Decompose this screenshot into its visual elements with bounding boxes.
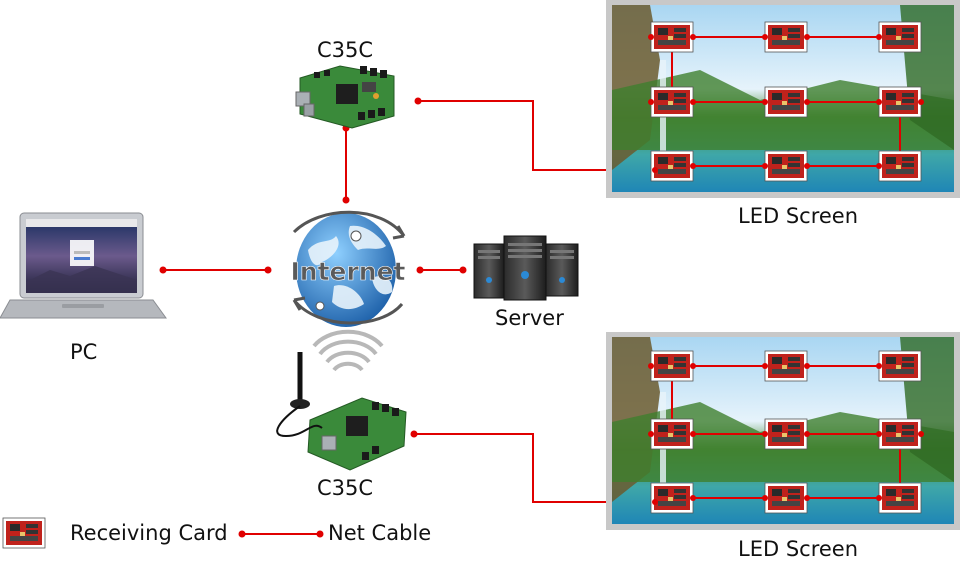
controller-board-icon <box>307 397 407 471</box>
net-cables <box>163 100 655 503</box>
wireless-signal-icon <box>312 329 384 372</box>
top-controller-label: C35C <box>317 38 374 62</box>
server-label: Server <box>495 306 564 330</box>
bottom-controller-label: C35C <box>317 476 374 500</box>
legend-receiving-card-label: Receiving Card <box>70 521 228 545</box>
led-screen-grid-bottom <box>648 350 924 514</box>
antenna-icon <box>276 352 323 438</box>
laptop-icon <box>0 212 167 319</box>
pc-label: PC <box>70 340 98 364</box>
legend-receiving-card-icon <box>2 517 46 549</box>
cable-top-controller-screen <box>418 100 655 171</box>
cable-bottom-controller-screen <box>414 433 655 503</box>
legend-net-cable-icon <box>238 530 324 538</box>
server-icon <box>473 235 579 301</box>
led-screen-grid-top <box>648 21 924 182</box>
top-screen-label: LED Screen <box>738 204 859 228</box>
internet-label: Internet <box>290 257 405 286</box>
bottom-screen-label: LED Screen <box>738 537 859 561</box>
controller-board-icon <box>295 65 395 129</box>
globe-icon <box>292 210 406 327</box>
legend-net-cable-label: Net Cable <box>328 521 432 545</box>
